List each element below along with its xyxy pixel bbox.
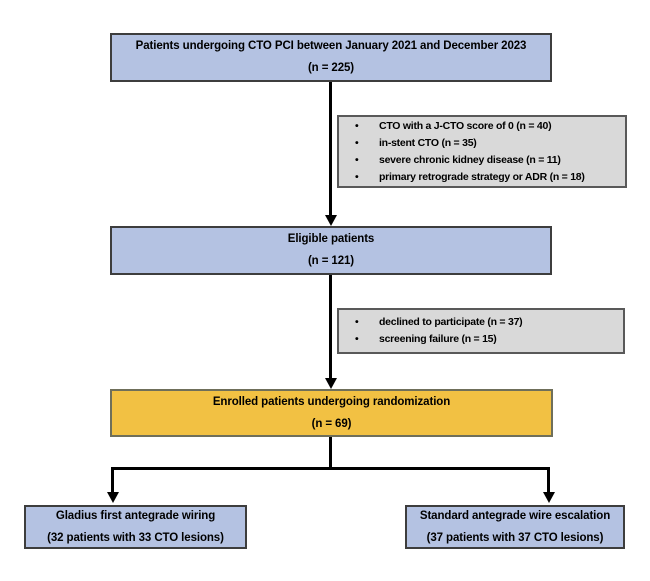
enrolled-patients-box: Enrolled patients undergoing randomizati… (110, 389, 553, 437)
exclusions-box-1: CTO with a J-CTO score of 0 (n = 40) in-… (337, 115, 627, 188)
arm-gladius-count: (32 patients with 33 CTO lesions) (47, 531, 224, 544)
exclusion-item: CTO with a J-CTO score of 0 (n = 40) (339, 118, 625, 135)
arm-standard-label: Standard antegrade wire escalation (419, 509, 611, 522)
enrolled-patients-label: Enrolled patients undergoing randomizati… (212, 395, 451, 408)
exclusion-item: primary retrograde strategy or ADR (n = … (339, 169, 625, 186)
eligible-patients-box: Eligible patients (n = 121) (110, 226, 552, 275)
arm-standard-box: Standard antegrade wire escalation (37 p… (405, 505, 625, 549)
screened-patients-label: Patients undergoing CTO PCI between Janu… (135, 40, 527, 52)
exclusions-box-2: declined to participate (n = 37) screeni… (337, 308, 625, 354)
exclusion-item: declined to participate (n = 37) (339, 314, 623, 331)
exclusions-list-1: CTO with a J-CTO score of 0 (n = 40) in-… (339, 118, 625, 186)
down-arrowhead-icon (107, 492, 119, 503)
down-arrowhead-icon (543, 492, 555, 503)
connector-branch-horizontal (111, 467, 550, 470)
connector-enrolled-stub (329, 437, 332, 470)
connector-eligible-to-enrolled (329, 275, 332, 379)
arm-gladius-box: Gladius first antegrade wiring (32 patie… (24, 505, 247, 549)
connector-branch-right (547, 467, 550, 493)
screened-patients-count: (n = 225) (307, 62, 355, 74)
screened-patients-box: Patients undergoing CTO PCI between Janu… (110, 33, 552, 82)
exclusion-item: severe chronic kidney disease (n = 11) (339, 152, 625, 169)
connector-branch-left (111, 467, 114, 493)
arm-gladius-label: Gladius first antegrade wiring (55, 509, 216, 522)
down-arrowhead-icon (325, 215, 337, 226)
eligible-patients-count: (n = 121) (307, 255, 355, 267)
connector-screened-to-eligible (329, 82, 332, 216)
eligible-patients-label: Eligible patients (287, 233, 375, 245)
enrolled-patients-count: (n = 69) (311, 417, 352, 430)
arm-standard-count: (37 patients with 37 CTO lesions) (426, 531, 604, 544)
exclusion-item: screening failure (n = 15) (339, 331, 623, 348)
exclusion-item: in-stent CTO (n = 35) (339, 135, 625, 152)
down-arrowhead-icon (325, 378, 337, 389)
exclusions-list-2: declined to participate (n = 37) screeni… (339, 314, 623, 348)
